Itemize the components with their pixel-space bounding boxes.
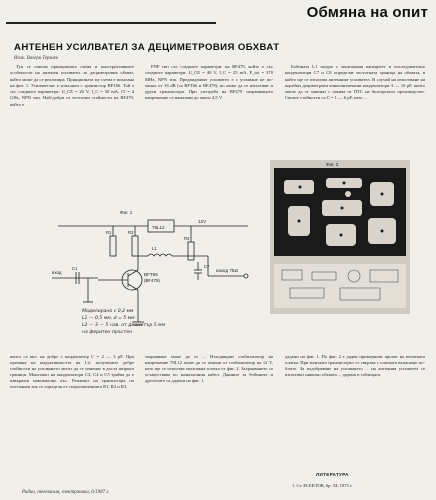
schematic-figure: 78L12 вход R1 R2 R3 C1 L1 BFT66 (BF479) … — [48, 210, 278, 340]
lower-column-2-text: захранване може да се ... Изходящият ста… — [145, 354, 273, 384]
lower-column-3: дадени на фиг. 1. По фиг. 2 е даден прим… — [285, 354, 425, 378]
r2-label: R2 — [128, 230, 134, 235]
header-rule — [6, 22, 216, 24]
r1-label: R1 — [106, 230, 112, 235]
pcb-drawing — [270, 160, 410, 314]
column-2-text: PNP тип със следните параметри: на BF479… — [145, 64, 273, 101]
regulator-label: 78L12 — [152, 225, 165, 230]
article-author: Инж. Валери Терзиев — [14, 56, 58, 61]
literature-heading: ЛИТЕРАТУРА — [316, 472, 349, 477]
r3-label: R3 — [184, 236, 190, 241]
note-line-2: L1 — 0,5 мм, d = 5 мм — [82, 315, 135, 321]
lower-column-1: които са вкл. на добре с кондензатор С =… — [10, 354, 134, 391]
article-title: АНТЕНЕН УСИЛВАТЕЛ ЗА ДЕЦИМЕТРОВИЯ ОБХВАТ — [14, 42, 280, 53]
transistor-label: BFT66 — [144, 272, 158, 277]
note-line-4: на феритен пръстен — [82, 329, 132, 335]
rubric-heading: Обмяна на опит — [306, 4, 428, 21]
lower-column-1-text: които са вкл. на добре с кондензатор С =… — [10, 354, 134, 390]
l1-label: L1 — [152, 246, 157, 251]
note-line-3: L2 — 3 — 5 нав. от диаметър 5 мм — [82, 322, 166, 328]
article-column-1: Тук се описва принципната схема и констр… — [10, 64, 134, 108]
lower-column-2: захранване може да се ... Изходящият ста… — [145, 354, 273, 384]
c1-label: C1 — [72, 266, 78, 271]
c7-label: C7 — [204, 264, 210, 269]
article-column-3: Бобината L1 заедно с монтажния капацитет… — [285, 64, 425, 102]
figure-2-label: Фиг. 2 — [326, 162, 339, 167]
figure-1-label: Фиг. 1 — [120, 210, 133, 215]
output-label: изход 75Ω — [216, 268, 238, 273]
note-line-1: Моделирано с 0,2 мм — [82, 308, 134, 314]
supply-label: 12V — [198, 219, 207, 224]
literature-item: 1. Ст. ELEKTOR, бр. XI, 1975 г. — [292, 483, 353, 488]
article-column-2: PNP тип със следните параметри: на BF479… — [145, 64, 273, 102]
column-1-text: Тук се описва принципната схема и констр… — [10, 64, 134, 107]
pcb-figure: Фиг. 2 — [270, 160, 410, 314]
schematic-input-label: вход — [52, 270, 62, 275]
lower-column-3-text: дадени на фиг. 1. По фиг. 2 е даден прим… — [285, 354, 425, 378]
transistor-alt-label: (BF479) — [144, 278, 160, 283]
schematic-drawing: 78L12 вход R1 R2 R3 C1 L1 BFT66 (BF479) … — [52, 219, 249, 335]
source-footer: Радио, телевизия, електроника, 6/1987 г. — [22, 490, 110, 495]
column-3-text: Бобината L1 заедно с монтажния капацитет… — [285, 64, 425, 101]
